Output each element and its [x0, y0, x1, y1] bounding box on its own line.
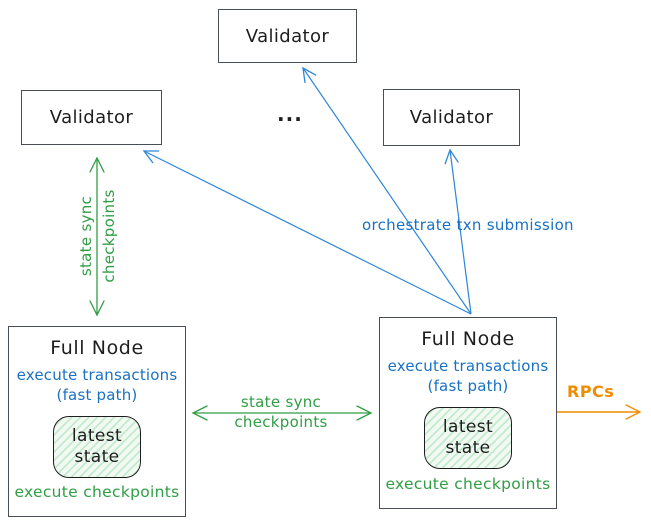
- execute-transactions-line1: execute transactions: [387, 357, 549, 375]
- execute-transactions-line1: execute transactions: [16, 366, 178, 384]
- full-node-execute-checkpoints: execute checkpoints: [385, 475, 551, 493]
- latest-state-box: latest state: [424, 407, 512, 469]
- state-sync-horizontal-label: state sync checkpoints: [234, 392, 327, 432]
- state-sync-vertical-line1: state sync: [77, 195, 95, 277]
- full-node-title: Full Node: [50, 337, 144, 359]
- full-node-execute-checkpoints: execute checkpoints: [14, 483, 180, 501]
- full-node-title: Full Node: [421, 328, 515, 350]
- latest-state-line1: latest: [71, 426, 123, 446]
- validator-box-right: Validator: [383, 89, 520, 146]
- latest-state-box: latest state: [53, 416, 141, 478]
- execute-transactions-line2: (fast path): [427, 377, 509, 395]
- full-node-execute-transactions: execute transactions (fast path): [388, 356, 549, 396]
- latest-state-line2: state: [74, 447, 120, 467]
- latest-state-line2: state: [445, 438, 491, 458]
- state-sync-vertical-label: state sync checkpoints: [75, 189, 121, 282]
- edge-orchestrate-to-right-validator: [444, 148, 472, 315]
- latest-state-line1: latest: [442, 417, 494, 437]
- validator-label: Validator: [409, 107, 494, 128]
- validator-label: Validator: [245, 25, 330, 47]
- execute-transactions-line2: (fast path): [56, 386, 138, 404]
- state-sync-vertical-line2: checkpoints: [100, 189, 118, 283]
- validators-ellipsis: ...: [277, 102, 303, 126]
- validator-box-top: Validator: [218, 9, 357, 63]
- validator-box-left: Validator: [21, 90, 162, 145]
- edge-orchestrate-to-left-validator: [142, 150, 472, 315]
- full-node-execute-transactions: execute transactions (fast path): [17, 365, 178, 405]
- rpcs-label: RPCs: [567, 382, 615, 401]
- full-node-box-right: Full Node execute transactions (fast pat…: [379, 317, 557, 509]
- edge-orchestrate-to-top-validator: [302, 66, 472, 315]
- full-node-box-left: Full Node execute transactions (fast pat…: [8, 326, 186, 517]
- state-sync-horizontal-line1: state sync: [240, 393, 322, 411]
- orchestrate-txn-submission-label: orchestrate txn submission: [362, 216, 574, 234]
- validator-label: Validator: [49, 107, 134, 128]
- state-sync-horizontal-line2: checkpoints: [234, 413, 328, 431]
